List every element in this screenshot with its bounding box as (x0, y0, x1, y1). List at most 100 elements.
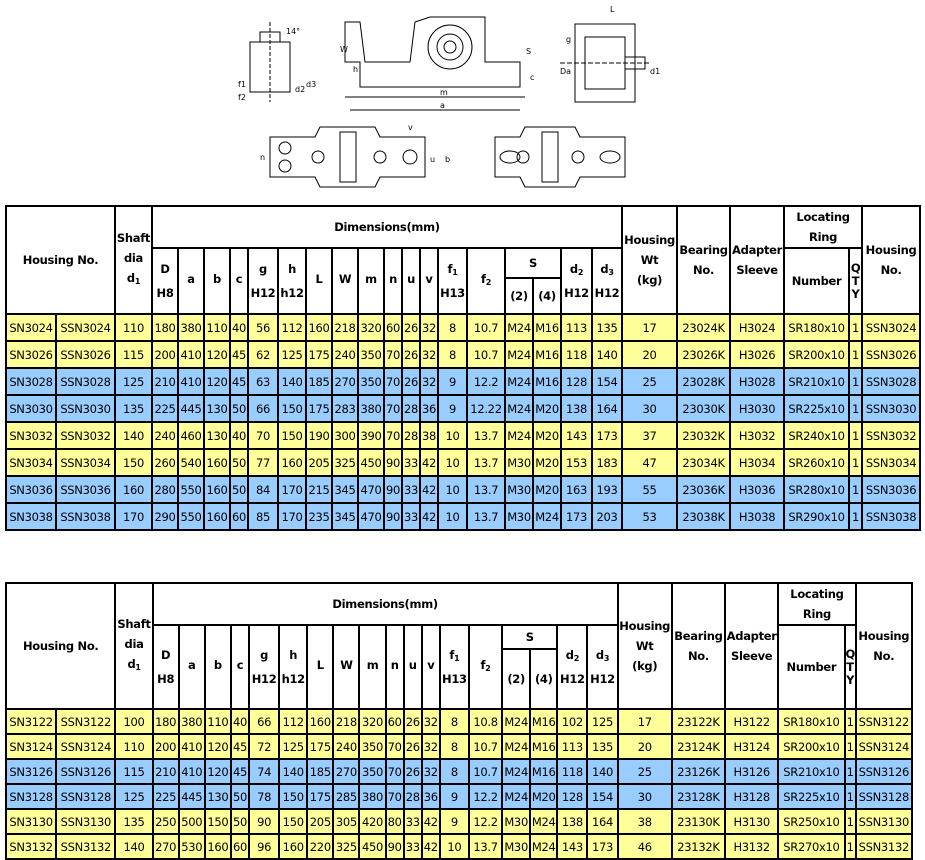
header-text: S (525, 630, 534, 644)
header-text: 3 (608, 268, 614, 277)
table-cell: 70 (383, 421, 404, 450)
header-text: dia (123, 251, 144, 265)
drawing-label: 14° (286, 27, 300, 36)
table-cell: 325 (331, 448, 360, 477)
table-cell: 150 (278, 783, 309, 810)
table-cell: 25 (621, 367, 679, 396)
table-cell: 23128K (670, 783, 727, 810)
table-cell: 470 (357, 502, 386, 531)
dimension-col-header: W (331, 247, 360, 315)
table-cell: 240 (331, 340, 360, 369)
table-cell: 23036K (676, 475, 732, 504)
header-text: v (427, 658, 435, 672)
table-cell: 8 (438, 733, 470, 760)
table-cell: 185 (305, 367, 334, 396)
s2-header: (2) (501, 648, 532, 710)
table-cell: 37 (621, 421, 679, 450)
table-cell: 350 (358, 758, 387, 785)
table-cell: 1 (843, 758, 857, 785)
table-cell: SR180x10 (783, 313, 851, 342)
header-text: Housing (619, 619, 671, 633)
table-cell: 23026K (676, 340, 732, 369)
table-cell: 23024K (676, 313, 732, 342)
table-cell: SR260x10 (783, 448, 851, 477)
drawing-label: v (408, 123, 413, 132)
table-cell: 45 (229, 733, 251, 760)
table-cell: 1 (843, 833, 857, 860)
header-text: h12 (281, 672, 306, 686)
table-cell: 153 (560, 448, 594, 477)
table-cell: 110 (114, 733, 154, 760)
table-cell: 70 (383, 367, 404, 396)
table-cell: 12.2 (467, 783, 504, 810)
table-cell: 180 (151, 313, 180, 342)
table-cell: 135 (114, 808, 154, 835)
table-cell: 50 (229, 475, 250, 504)
s-header: S (504, 247, 563, 279)
table-cell: 220 (306, 833, 335, 860)
table-cell: 23126K (670, 758, 727, 785)
table-cell: 285 (332, 783, 361, 810)
table-cell: 12.2 (466, 367, 507, 396)
housing-no-header: Housing No. (4, 582, 117, 710)
table-cell: 118 (560, 340, 594, 369)
table-cell: SSN3038 (861, 502, 922, 531)
table-cell: 28 (401, 421, 422, 450)
table-cell: SN3128 (4, 783, 58, 810)
header-text: f (449, 648, 455, 662)
table-cell: 125 (586, 708, 619, 735)
table-cell: H3034 (729, 448, 786, 477)
table-cell: 173 (591, 421, 624, 450)
header-text: (2) (507, 672, 525, 686)
table-cell: 45 (229, 367, 250, 396)
table-cell: SR290x10 (783, 502, 851, 531)
table-cell: M16 (532, 340, 563, 369)
table-cell: SSN3036 (861, 475, 922, 504)
table-cell: M24 (501, 733, 532, 760)
table-cell: 500 (177, 808, 206, 835)
drawing-label: n (260, 153, 265, 162)
table-cell: 40 (229, 708, 251, 735)
table-cell: M24 (504, 367, 535, 396)
table-cell: 8 (438, 758, 470, 785)
table-cell: 345 (331, 502, 360, 531)
table-cell: M24 (501, 783, 532, 810)
dimension-col-header: c (229, 247, 250, 315)
table-cell: 20 (616, 733, 673, 760)
table-cell: M16 (532, 367, 563, 396)
table-cell: 160 (114, 475, 154, 504)
table-cell: 130 (203, 394, 232, 423)
table-cell: SSN3032 (861, 421, 922, 450)
table-cell: 77 (247, 448, 280, 477)
table-cell: 200 (151, 733, 180, 760)
table-cell: SSN3028 (54, 367, 117, 396)
table-cell: 250 (151, 808, 180, 835)
dimension-col-header: v (420, 624, 441, 710)
table-cell: 160 (277, 448, 308, 477)
table-cell: 42 (420, 808, 441, 835)
header-text: (2) (510, 289, 528, 303)
header-text: m (366, 658, 379, 672)
table-cell: 10.7 (466, 313, 507, 342)
header-text: u (408, 658, 417, 672)
table-cell: 140 (586, 758, 619, 785)
header-text: h12 (280, 286, 304, 300)
drawing-label: d1 (650, 67, 660, 76)
table-cell: 173 (560, 502, 594, 531)
header-text: (kg) (636, 273, 663, 287)
table-cell: 42 (419, 502, 440, 531)
header-text: No. (693, 263, 715, 277)
header-text: Ring (809, 230, 838, 244)
table-cell: 140 (114, 833, 154, 860)
table-cell: 1 (843, 783, 857, 810)
table-cell: 450 (358, 833, 387, 860)
table-cell: 42 (419, 448, 440, 477)
table-cell: SN3024 (5, 313, 57, 342)
